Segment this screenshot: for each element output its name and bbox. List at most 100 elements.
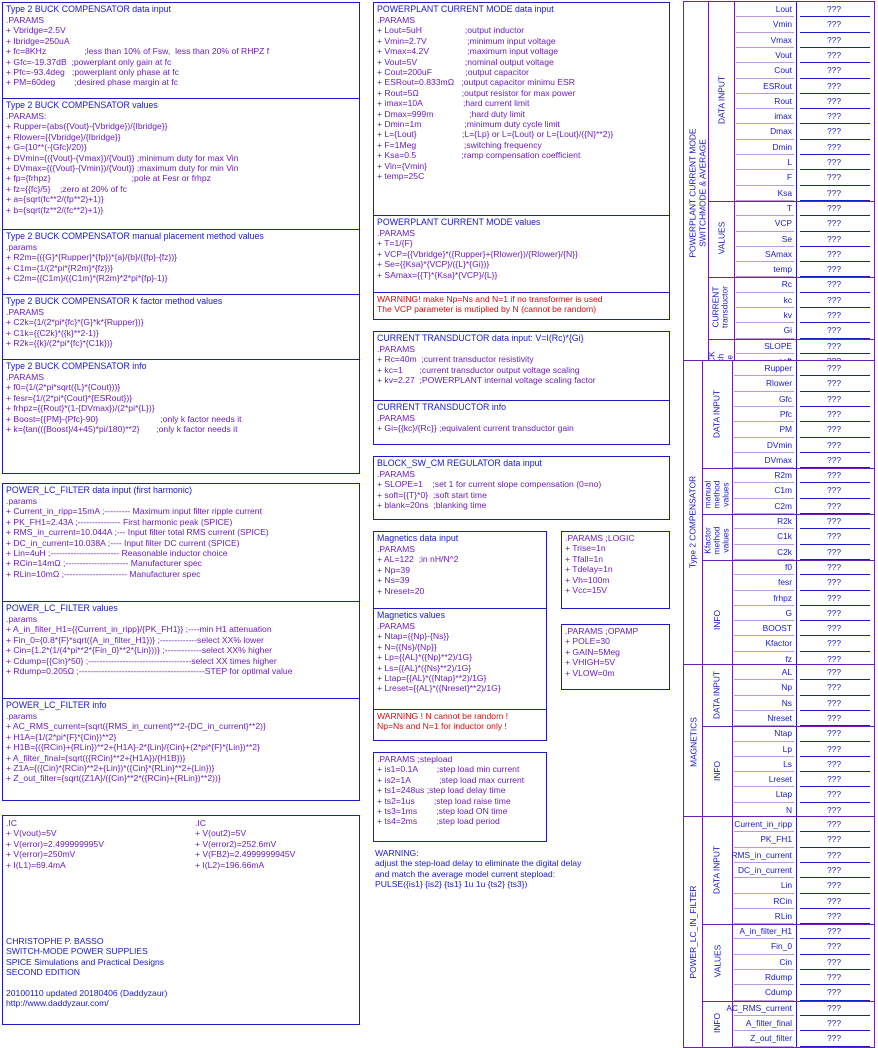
param-value[interactable]: ??? [827, 310, 841, 320]
param-value[interactable]: ??? [827, 834, 841, 845]
param-value[interactable]: ??? [827, 157, 841, 167]
param-value[interactable]: ??? [827, 500, 841, 511]
param-value[interactable]: ??? [827, 531, 841, 542]
row-divider [734, 513, 794, 514]
param-value[interactable]: ??? [827, 941, 841, 952]
param-value[interactable]: ??? [827, 864, 841, 875]
param-line: + AL=122 ;in nH/N^2 [377, 554, 459, 565]
param-value[interactable]: ??? [827, 1017, 841, 1028]
param-value[interactable]: ??? [827, 172, 841, 183]
param-value[interactable]: ??? [827, 682, 841, 693]
param-value[interactable]: ??? [827, 439, 841, 450]
param-line: + Z1A={({Cin}*{RCin}**2+{Lin})*({Cin}*{R… [6, 763, 215, 774]
param-value[interactable]: ??? [827, 758, 841, 769]
param-value[interactable]: ??? [827, 607, 841, 618]
param-value[interactable]: ??? [827, 363, 841, 373]
row-divider [800, 230, 870, 232]
param-value[interactable]: ??? [827, 340, 841, 351]
param-value[interactable]: ??? [827, 248, 841, 259]
param-name: Rout [774, 95, 792, 106]
param-value[interactable]: ??? [827, 819, 841, 829]
col-divider [732, 817, 733, 1047]
param-value[interactable]: ??? [827, 653, 841, 664]
param-value[interactable]: ??? [827, 95, 841, 106]
param-line: + Fin_0={0.8*{F}*sqrt({A_in_filter_H1})}… [6, 634, 264, 645]
param-name: R2k [777, 516, 792, 526]
param-value[interactable]: ??? [827, 424, 841, 435]
param-line: + Vout=5V ;nominal output voltage [377, 56, 554, 67]
param-value[interactable]: ??? [827, 638, 841, 649]
param-value[interactable]: ??? [827, 972, 841, 982]
param-value[interactable]: ??? [827, 126, 841, 137]
row-divider [734, 679, 794, 681]
param-value[interactable]: ??? [827, 623, 841, 634]
param-line: .PARAMS: [6, 111, 47, 121]
row-divider [800, 467, 870, 469]
param-name: kv [783, 310, 792, 320]
param-value[interactable]: ??? [827, 592, 841, 603]
param-value[interactable]: ??? [827, 1002, 841, 1013]
param-value[interactable]: ??? [827, 393, 841, 404]
param-value[interactable]: ??? [827, 141, 841, 152]
param-value[interactable]: ??? [827, 49, 841, 60]
param-value[interactable]: ??? [827, 233, 841, 244]
param-line: + Pfc=-93.4deg ;powerplant only phase at… [6, 67, 179, 78]
param-value[interactable]: ??? [827, 546, 841, 557]
row-divider [734, 558, 794, 560]
param-value[interactable]: ??? [827, 743, 841, 754]
param-value[interactable]: ??? [827, 378, 841, 389]
param-value[interactable]: ??? [827, 561, 841, 572]
param-value[interactable]: ??? [827, 697, 841, 708]
ic-right: .IC+ V(out2)=5V+ V(error2)=252.6mV+ V(FB… [195, 818, 295, 870]
row-divider [734, 969, 794, 970]
param-line: + R2m={({G}*{Rupper}*{fp})*{a}/{b}/({fp}… [6, 252, 178, 263]
param-line: + PM=60deg ;desired phase margin at fc [6, 77, 178, 88]
param-value[interactable]: ??? [827, 187, 841, 198]
param-value[interactable]: ??? [827, 80, 841, 91]
param-line: + Rupper={abs({Vout}-{Vbridge})/{Ibridge… [6, 121, 168, 132]
param-value[interactable]: ??? [827, 218, 841, 229]
param-line: + C1m={1/(2*pi*{R2m}*{fz})} [6, 262, 114, 273]
param-name: T [786, 202, 792, 213]
param-value[interactable]: ??? [827, 325, 841, 336]
param-value[interactable]: ??? [827, 4, 841, 14]
param-value[interactable]: ??? [827, 111, 841, 122]
param-line: + RLin=10mΩ ;---------------------- Manu… [6, 568, 201, 579]
param-line: .PARAMS ;stepload [377, 754, 453, 764]
row-divider [800, 709, 870, 711]
param-value[interactable]: ??? [827, 926, 841, 937]
param-value[interactable]: ??? [827, 577, 841, 588]
param-value[interactable]: ??? [827, 804, 841, 815]
param-value[interactable]: ??? [827, 279, 841, 290]
param-value[interactable]: ??? [827, 895, 841, 906]
param-value[interactable]: ??? [827, 667, 841, 677]
param-value[interactable]: ??? [827, 789, 841, 800]
param-value[interactable]: ??? [827, 202, 841, 213]
param-value[interactable]: ??? [827, 485, 841, 496]
param-value[interactable]: ??? [827, 956, 841, 967]
row-divider [800, 907, 870, 909]
block-sw-panel: BLOCK_SW_CM REGULATOR data input .PARAMS… [373, 456, 670, 520]
param-value[interactable]: ??? [827, 516, 841, 526]
param-value[interactable]: ??? [827, 728, 841, 739]
param-value[interactable]: ??? [827, 470, 841, 481]
param-value[interactable]: ??? [827, 408, 841, 419]
param-value[interactable]: ??? [827, 910, 841, 921]
param-value[interactable]: ??? [827, 19, 841, 30]
param-value[interactable]: ??? [827, 774, 841, 785]
param-value[interactable]: ??? [827, 454, 841, 465]
group-divider [702, 1000, 874, 1002]
param-value[interactable]: ??? [827, 987, 841, 998]
param-value[interactable]: ??? [827, 1033, 841, 1044]
row-divider [800, 451, 870, 453]
param-value[interactable]: ??? [827, 65, 841, 76]
row-divider [800, 375, 870, 377]
param-value[interactable]: ??? [827, 264, 841, 275]
param-value[interactable]: ??? [827, 880, 841, 891]
param-value[interactable]: ??? [827, 712, 841, 723]
param-value[interactable]: ??? [827, 34, 841, 45]
param-value[interactable]: ??? [827, 294, 841, 305]
lc-data-input-section: POWER_LC_FILTER data input (first harmon… [3, 484, 359, 601]
param-value[interactable]: ??? [827, 849, 841, 860]
row-divider [736, 337, 794, 339]
